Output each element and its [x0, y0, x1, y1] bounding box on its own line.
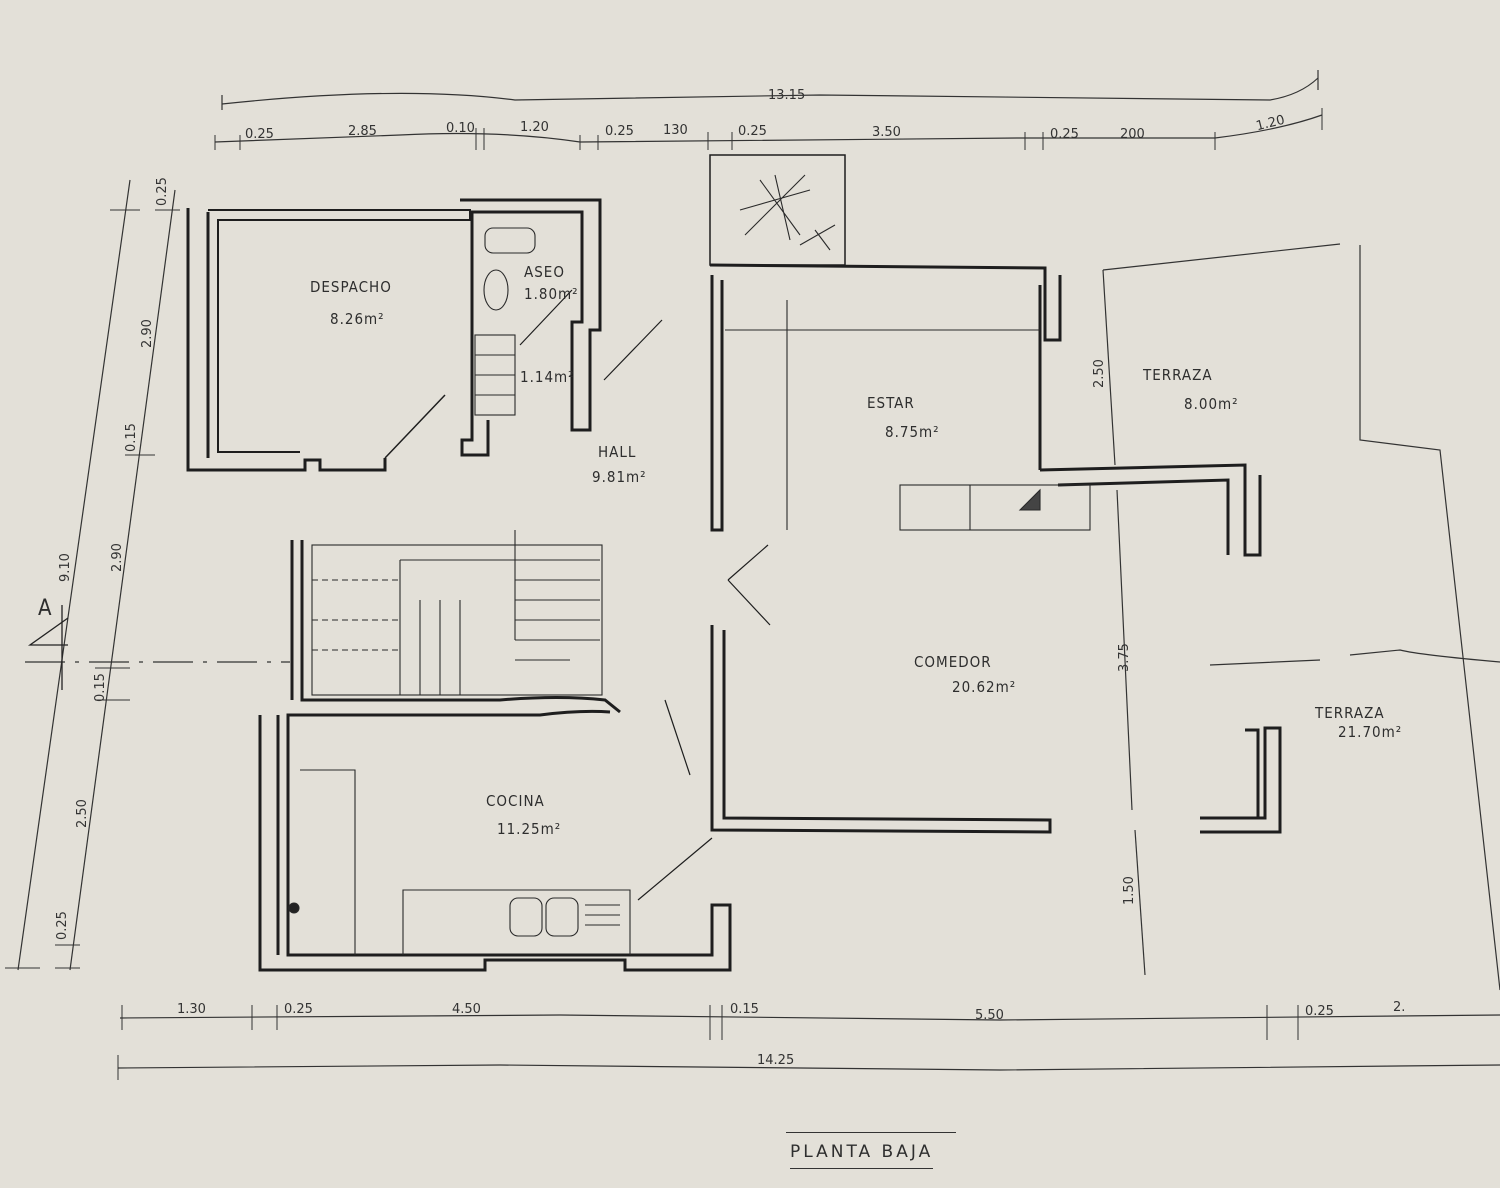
dim-top: 1.20	[520, 120, 549, 135]
dim-left: 2.90	[110, 543, 125, 572]
dimension-lines	[5, 70, 1500, 1080]
dim-top: 0.25	[738, 124, 767, 139]
fixtures	[288, 174, 1091, 955]
room-estar-area: 8.75m²	[885, 423, 940, 441]
dim-left: 0.25	[55, 911, 70, 940]
section-marker-label: A	[38, 596, 53, 621]
room-small-area: 1.14m²	[520, 368, 575, 386]
dim-left-total: 9.10	[58, 553, 73, 582]
section-marker-symbol	[27, 605, 69, 690]
room-despacho-name: DESPACHO	[310, 278, 392, 296]
dim-left: 0.15	[124, 423, 139, 452]
dim-top: 130	[663, 123, 688, 138]
dim-left: 2.90	[140, 319, 155, 348]
room-hall-area: 9.81m²	[592, 468, 647, 486]
dim-bottom: 0.25	[1305, 1004, 1334, 1019]
title-rule	[786, 1132, 956, 1133]
walls	[186, 154, 1282, 972]
dim-bottom: 5.50	[975, 1008, 1004, 1023]
room-aseo-name: ASEO	[524, 263, 565, 281]
room-terraza-area: 8.00m²	[1184, 395, 1239, 413]
dim-bottom: 1.30	[177, 1002, 206, 1017]
dim-top: 0.25	[245, 127, 274, 142]
dim-bottom: 4.50	[452, 1002, 481, 1017]
room-aseo-area: 1.80m²	[524, 285, 579, 303]
dim-right: 1.50	[1122, 876, 1137, 905]
room-terraza2-area: 21.70m²	[1338, 723, 1403, 741]
room-cocina-name: COCINA	[486, 792, 545, 810]
dim-top: 3.50	[872, 125, 901, 140]
dim-right: 3.75	[1117, 643, 1132, 672]
room-comedor-area: 20.62m²	[952, 678, 1017, 696]
room-comedor-name: COMEDOR	[914, 653, 992, 671]
dim-bottom-total: 14.25	[757, 1053, 795, 1068]
dim-bottom: 0.15	[730, 1002, 759, 1017]
dim-bottom: 2.	[1393, 1000, 1406, 1015]
dim-bottom: 0.25	[284, 1002, 313, 1017]
dim-top-total: 13.15	[768, 88, 806, 103]
room-terraza2-name: TERRAZA	[1315, 704, 1385, 722]
plan-title: PLANTA BAJA	[790, 1142, 934, 1169]
dim-top: 0.10	[446, 121, 475, 136]
room-despacho-area: 8.26m²	[330, 310, 385, 328]
dim-top: 0.25	[605, 124, 634, 139]
dim-top: 0.25	[1050, 127, 1079, 142]
room-terraza-name: TERRAZA	[1143, 366, 1213, 384]
dim-top: 200	[1120, 127, 1145, 142]
dim-right: 2.50	[1092, 359, 1107, 388]
dim-left: 2.50	[75, 799, 90, 828]
dim-left: 0.15	[93, 673, 108, 702]
room-estar-name: ESTAR	[867, 394, 915, 412]
room-hall-name: HALL	[598, 443, 637, 461]
dim-top: 2.85	[348, 124, 377, 139]
dim-left: 0.25	[155, 177, 170, 206]
room-cocina-area: 11.25m²	[497, 820, 562, 838]
